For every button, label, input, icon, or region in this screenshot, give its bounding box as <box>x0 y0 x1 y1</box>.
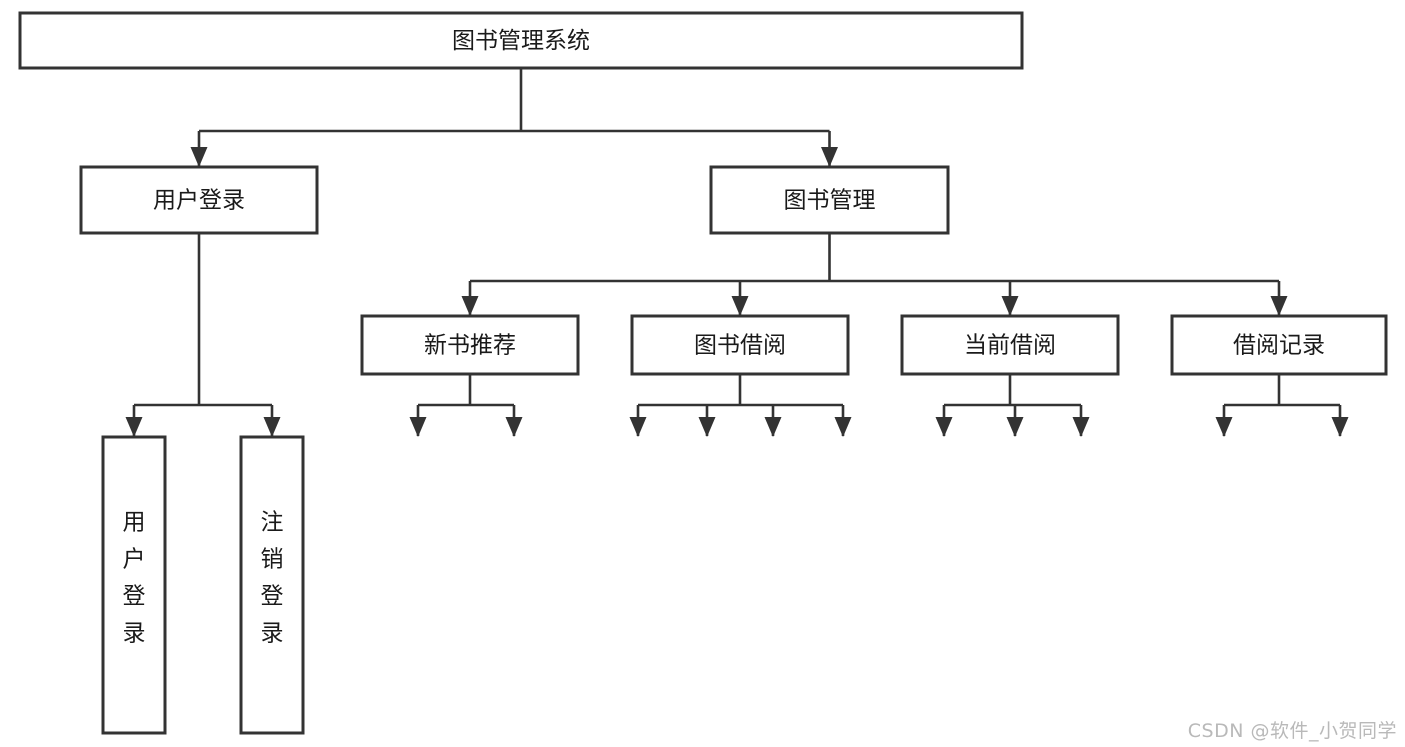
node-用户登录[interactable]: 用户登录 <box>101 435 167 735</box>
node-label-借阅记录: 借阅记录 <box>1233 333 1325 359</box>
node-注销登录[interactable]: 注销登录 <box>239 435 305 735</box>
node-label-当前借阅: 当前借阅 <box>964 333 1056 359</box>
node-label-图书借阅: 图书借阅 <box>694 333 786 359</box>
node-box-图书管理 <box>709 165 950 235</box>
watermark-text: CSDN @软件_小贺同学 <box>1187 720 1397 742</box>
node-box-用户登录 <box>79 165 319 235</box>
arrow-head-icon <box>629 417 647 437</box>
arrow-head-icon <box>263 417 281 437</box>
node-box-用户登录 <box>101 435 167 735</box>
node-layer: 图书管理系统用户登录用户登录注销登录图书管理新书推荐图书借阅当前借阅借阅记录 <box>18 11 1388 735</box>
arrow-head-icon <box>505 417 523 437</box>
arrow-head-icon <box>461 296 479 316</box>
arrow-head-icon <box>935 417 953 437</box>
arrow-head-icon <box>409 417 427 437</box>
node-新书推荐[interactable]: 新书推荐 <box>360 314 580 376</box>
node-借阅记录[interactable]: 借阅记录 <box>1170 314 1388 376</box>
node-label-用户登录: 用户登录 <box>123 510 146 647</box>
arrow-head-icon <box>1072 417 1090 437</box>
node-图书管理[interactable]: 图书管理 <box>709 165 950 235</box>
arrow-head-icon <box>190 147 208 167</box>
arrow-head-icon <box>1331 417 1349 437</box>
connector-layer <box>125 68 1349 437</box>
node-图书借阅[interactable]: 图书借阅 <box>630 314 850 376</box>
node-label-图书管理系统: 图书管理系统 <box>452 28 590 54</box>
arrow-head-icon <box>1001 296 1019 316</box>
node-label-注销登录: 注销登录 <box>261 510 284 647</box>
node-label-新书推荐: 新书推荐 <box>424 333 516 359</box>
node-label-用户登录: 用户登录 <box>153 188 245 214</box>
arrow-head-icon <box>698 417 716 437</box>
node-当前借阅[interactable]: 当前借阅 <box>900 314 1120 376</box>
arrow-head-icon <box>1215 417 1233 437</box>
node-box-注销登录 <box>239 435 305 735</box>
node-label-图书管理: 图书管理 <box>784 188 876 214</box>
arrow-head-icon <box>834 417 852 437</box>
arrow-head-icon <box>1270 296 1288 316</box>
node-用户登录[interactable]: 用户登录 <box>79 165 319 235</box>
arrow-head-icon <box>821 147 838 167</box>
node-图书管理系统[interactable]: 图书管理系统 <box>18 11 1024 70</box>
arrow-head-icon <box>125 417 143 437</box>
node-box-图书管理系统 <box>18 11 1024 70</box>
node-box-当前借阅 <box>900 314 1120 376</box>
node-box-新书推荐 <box>360 314 580 376</box>
arrow-head-icon <box>731 296 749 316</box>
node-box-借阅记录 <box>1170 314 1388 376</box>
arrow-head-icon <box>1006 417 1024 437</box>
arrow-head-icon <box>764 417 782 437</box>
node-box-图书借阅 <box>630 314 850 376</box>
